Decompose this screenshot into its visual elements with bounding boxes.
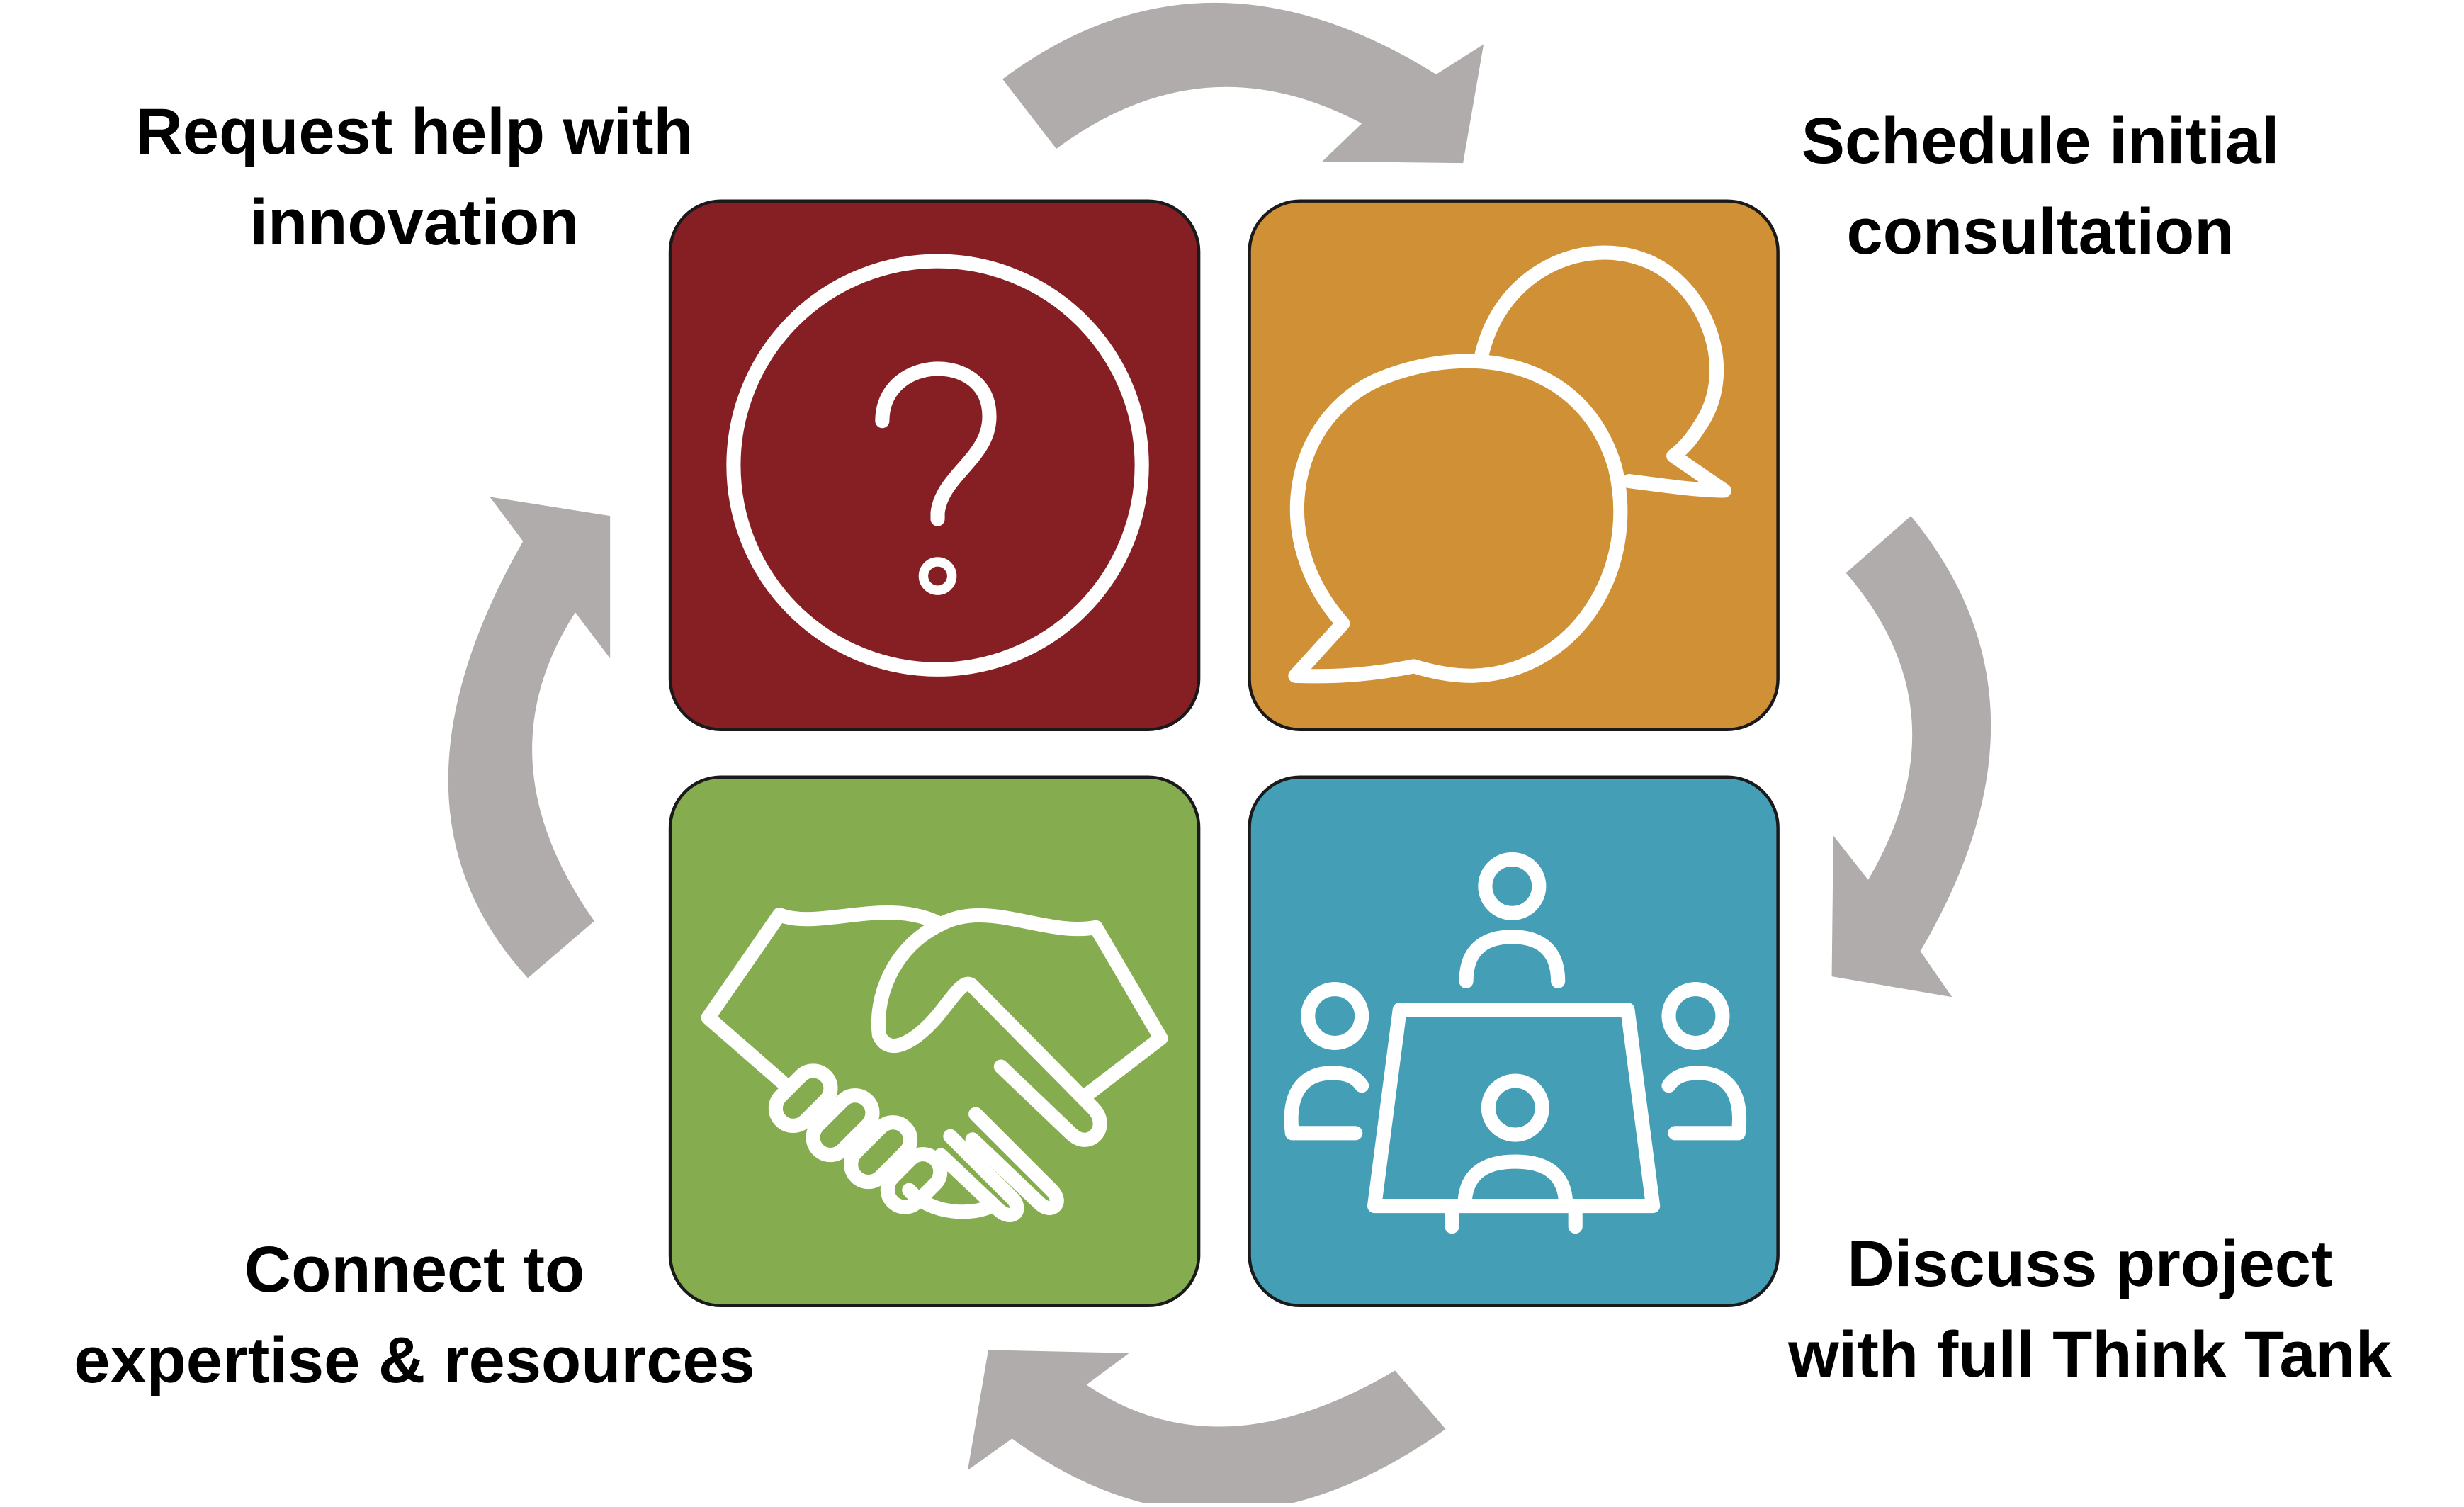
cycle-arrows bbox=[448, 2, 1991, 1507]
arrow-left bbox=[448, 497, 611, 978]
step-label-line: Connect to bbox=[244, 1234, 585, 1306]
step-label-line: Schedule initial bbox=[1801, 105, 2280, 177]
arrow-top bbox=[1002, 2, 1484, 164]
question-icon bbox=[726, 254, 1149, 677]
tile-schedule-consultation bbox=[1248, 199, 1780, 731]
meeting-table-icon bbox=[1284, 852, 1746, 1234]
step-label-connect-expertise: Connect to expertise & resources bbox=[67, 1224, 762, 1406]
step-label-line: Discuss project bbox=[1847, 1228, 2333, 1300]
step-label-line: expertise & resources bbox=[74, 1324, 755, 1396]
step-label-schedule-consultation: Schedule initial consultation bbox=[1693, 96, 2387, 277]
speech-bubbles-icon bbox=[1288, 245, 1731, 684]
step-label-line: innovation bbox=[249, 186, 580, 259]
step-label-line: consultation bbox=[1846, 196, 2234, 268]
step-label-discuss-project: Discuss project with full Think Tank bbox=[1743, 1219, 2437, 1400]
handshake-icon bbox=[701, 905, 1168, 1222]
step-label-line: Request help with bbox=[135, 96, 694, 168]
arrow-right bbox=[1831, 516, 1991, 998]
step-label-request-help: Request help with innovation bbox=[67, 86, 762, 268]
arrow-bottom bbox=[967, 1350, 1446, 1507]
step-label-line: with full Think Tank bbox=[1788, 1319, 2392, 1391]
tile-request-help bbox=[668, 199, 1201, 731]
tile-connect-expertise bbox=[668, 775, 1201, 1308]
